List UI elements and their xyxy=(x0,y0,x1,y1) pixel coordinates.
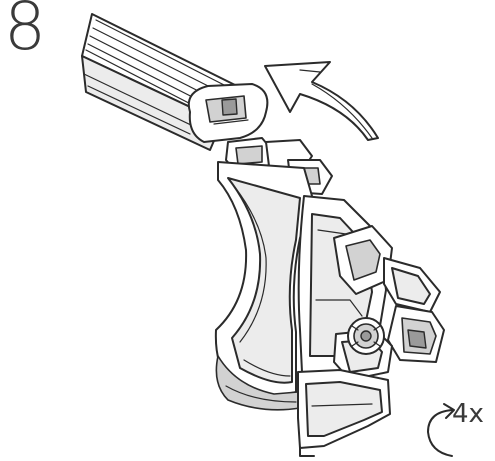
rotation-repeat-icon xyxy=(427,403,455,457)
step-number: 8 xyxy=(4,0,46,65)
fixing-hook xyxy=(297,369,391,457)
bar-end-cap xyxy=(187,83,269,143)
repeat-count-label: 4x xyxy=(452,399,484,429)
foot-housing xyxy=(214,161,313,411)
rotate-arrow xyxy=(264,61,379,141)
tension-knob xyxy=(347,317,385,355)
